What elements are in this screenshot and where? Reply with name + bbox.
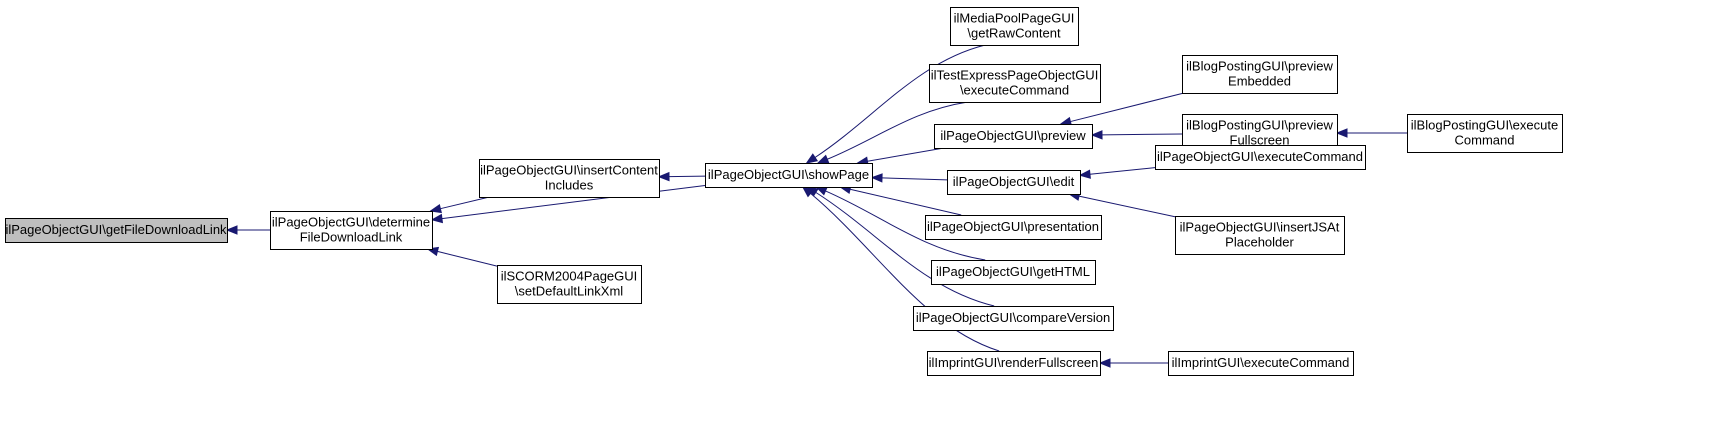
edge-n11-to-n4 xyxy=(806,186,995,307)
node-label-line: Embedded xyxy=(1228,74,1291,89)
node-label-line: ilBlogPostingGUI\preview xyxy=(1186,118,1333,133)
arrowhead xyxy=(1090,130,1103,140)
edge-n16-to-n8 xyxy=(1067,191,1176,218)
arrowhead xyxy=(816,154,830,164)
node-box xyxy=(927,351,1101,376)
node-box xyxy=(931,260,1096,285)
node-iltestexpresspageobjectgui-executecommand[interactable]: ilTestExpressPageObjectGUI\executeComman… xyxy=(929,64,1101,103)
edge-n18-to-n14 xyxy=(1335,128,1407,138)
node-label-line: ilPageObjectGUI\showPage xyxy=(708,167,869,182)
node-box xyxy=(947,170,1081,195)
node-box xyxy=(270,211,433,250)
edge-n4-to-n1 xyxy=(430,185,706,224)
node-label-line: ilSCORM2004PageGUI xyxy=(501,269,638,284)
arrowhead xyxy=(801,186,814,198)
node-label-line: FileDownloadLink xyxy=(300,230,403,245)
node-box xyxy=(1175,216,1345,255)
node-label-line: ilPageObjectGUI\insertJSAt xyxy=(1180,220,1340,235)
node-ilpageobjectgui-gethtml[interactable]: ilPageObjectGUI\getHTML xyxy=(931,260,1096,285)
node-box xyxy=(1182,55,1338,94)
node-label-line: ilPageObjectGUI\getFileDownloadLink xyxy=(5,222,227,237)
arrowhead xyxy=(1098,358,1111,368)
node-box xyxy=(934,124,1093,149)
node-box xyxy=(913,306,1114,331)
node-label-line: \getRawContent xyxy=(967,26,1061,41)
node-label-line: ilImprintGUI\renderFullscreen xyxy=(929,355,1099,370)
node-box xyxy=(1407,114,1563,153)
edge-n15-to-n8 xyxy=(1078,167,1156,179)
node-label-line: ilBlogPostingGUI\preview xyxy=(1186,59,1333,74)
node-box xyxy=(479,159,660,198)
edge-n7-to-n4 xyxy=(856,147,945,166)
node-box xyxy=(929,64,1101,103)
node-label-line: ilTestExpressPageObjectGUI xyxy=(931,68,1099,83)
node-label-line: ilPageObjectGUI\edit xyxy=(953,174,1075,189)
node-label-line: ilMediaPoolPageGUI xyxy=(954,11,1075,26)
node-ilpageobjectgui-edit[interactable]: ilPageObjectGUI\edit xyxy=(947,170,1081,195)
arrowhead xyxy=(429,203,442,214)
node-box xyxy=(1168,351,1354,376)
node-ilpageobjectgui-executecommand[interactable]: ilPageObjectGUI\executeCommand xyxy=(1155,145,1366,170)
edge-n14-to-n7 xyxy=(1090,130,1183,140)
node-box xyxy=(5,218,228,243)
edge-n5-to-n4 xyxy=(805,44,986,164)
edge-n8-to-n4 xyxy=(870,173,948,183)
node-box xyxy=(497,265,642,304)
node-label-line: ilPageObjectGUI\compareVersion xyxy=(916,310,1110,325)
node-label-line: \setDefaultLinkXml xyxy=(515,284,623,299)
node-label-line: Includes xyxy=(545,178,594,193)
arrowhead xyxy=(1078,169,1091,179)
edge-n2-to-n1 xyxy=(429,196,490,214)
edge-n1-to-n0 xyxy=(225,225,270,235)
node-label-line: ilBlogPostingGUI\execute xyxy=(1411,118,1558,133)
node-ilscorm2004pagegui-setdefaultlinkxml[interactable]: ilSCORM2004PageGUI\setDefaultLinkXml xyxy=(497,265,642,304)
edge-n9-to-n4 xyxy=(838,184,962,216)
edge-n6-to-n4 xyxy=(816,101,968,164)
edge-n3-to-n1 xyxy=(426,246,498,267)
node-label-line: ilPageObjectGUI\getHTML xyxy=(936,264,1090,279)
node-label-line: \executeCommand xyxy=(960,83,1069,98)
node-label-line: ilImprintGUI\executeCommand xyxy=(1172,355,1350,370)
edge-n4-to-n2 xyxy=(657,171,706,182)
node-box xyxy=(950,7,1079,46)
node-label-line: Fullscreen xyxy=(1230,133,1290,148)
node-ilpageobjectgui-determinefiledownloadlink[interactable]: ilPageObjectGUI\determineFileDownloadLin… xyxy=(270,211,433,250)
node-ilpageobjectgui-getfiledownloadlink: ilPageObjectGUI\getFileDownloadLink xyxy=(5,218,228,243)
arrowhead xyxy=(805,153,819,164)
node-ilpageobjectgui-compareversion[interactable]: ilPageObjectGUI\compareVersion xyxy=(913,306,1114,331)
node-box xyxy=(925,215,1102,240)
node-ilimprintgui-executecommand[interactable]: ilImprintGUI\executeCommand xyxy=(1168,351,1354,376)
node-ilpageobjectgui-preview[interactable]: ilPageObjectGUI\preview xyxy=(934,124,1093,149)
node-ilblogpostinggui-executecommand[interactable]: ilBlogPostingGUI\executeCommand xyxy=(1407,114,1563,153)
node-box xyxy=(1155,145,1366,170)
arrowhead xyxy=(870,173,883,183)
node-ilpageobjectgui-presentation[interactable]: ilPageObjectGUI\presentation xyxy=(925,215,1102,240)
arrowhead xyxy=(657,171,670,182)
node-label-line: ilPageObjectGUI\executeCommand xyxy=(1157,149,1363,164)
node-label-line: Command xyxy=(1455,133,1515,148)
arrowhead xyxy=(1335,128,1348,138)
arrowhead xyxy=(225,225,238,235)
edge-n17-to-n12 xyxy=(1098,358,1168,368)
node-ilpageobjectgui-showpage[interactable]: ilPageObjectGUI\showPage xyxy=(705,163,873,188)
node-ilmediapoolpagegui-getrawcontent[interactable]: ilMediaPoolPageGUI\getRawContent xyxy=(950,7,1079,46)
node-label-line: ilPageObjectGUI\preview xyxy=(940,128,1086,143)
node-ilimprintgui-renderfullscreen[interactable]: ilImprintGUI\renderFullscreen xyxy=(927,351,1101,376)
node-label-line: Placeholder xyxy=(1225,235,1294,250)
arrowhead xyxy=(430,213,444,224)
node-label-line: ilPageObjectGUI\presentation xyxy=(927,219,1099,234)
edge-n12-to-n4 xyxy=(801,186,1000,352)
node-box xyxy=(705,163,873,188)
node-label-line: ilPageObjectGUI\determine xyxy=(272,215,430,230)
node-label-line: ilPageObjectGUI\insertContent xyxy=(480,163,658,178)
